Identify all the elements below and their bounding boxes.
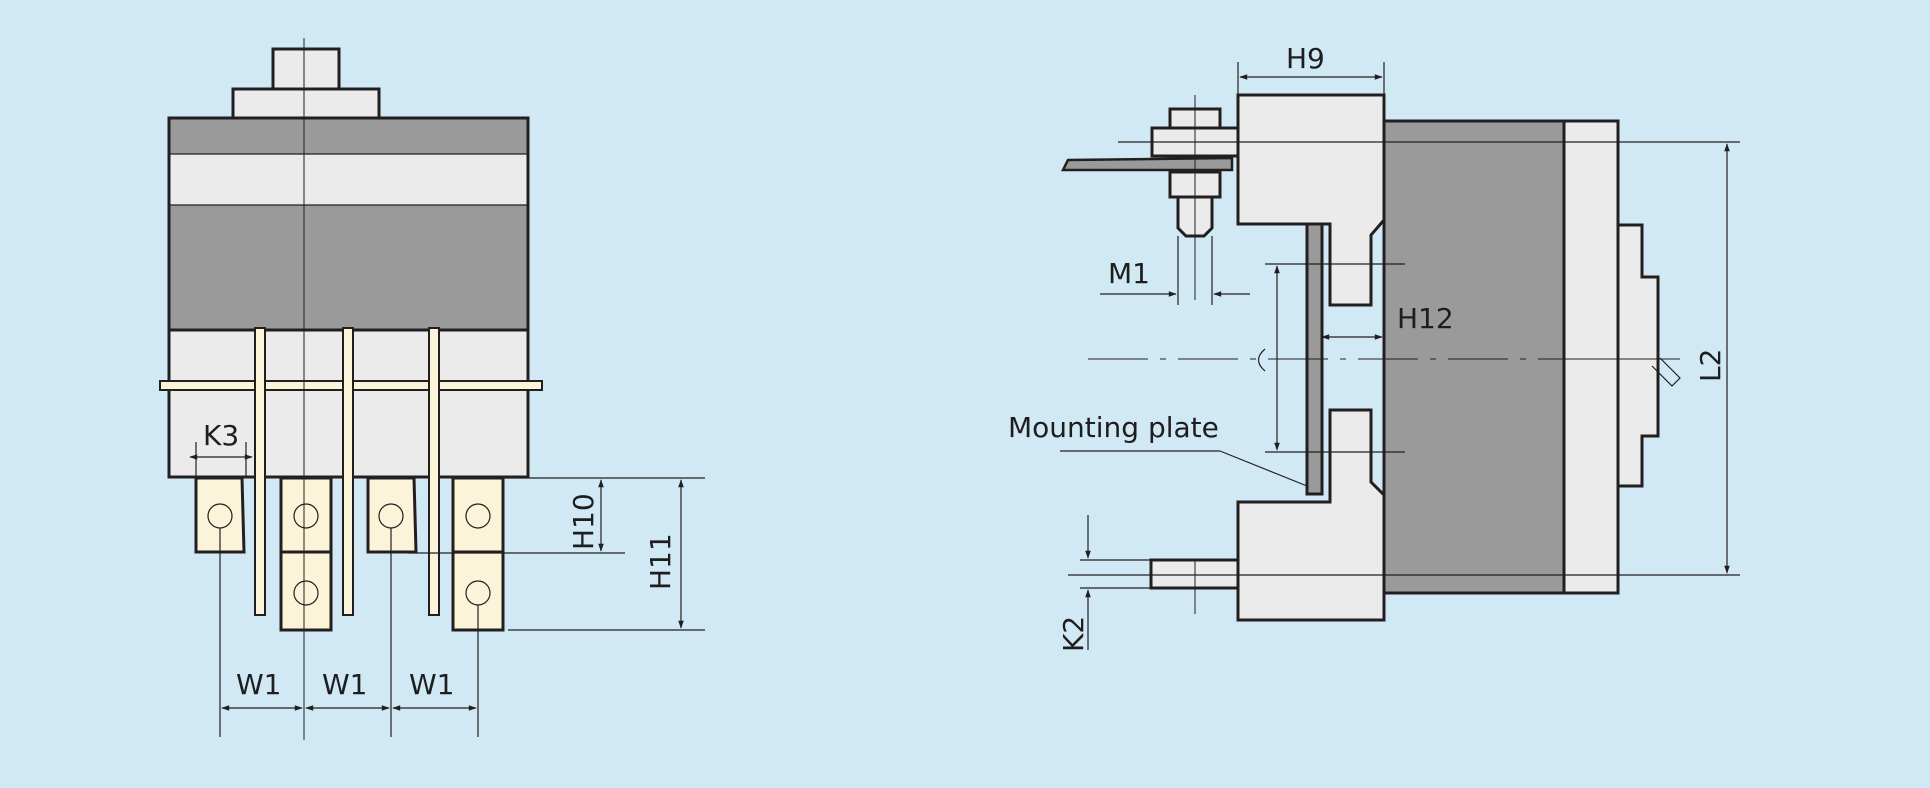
dim-w1-b: W1: [322, 668, 368, 701]
housing-dark-band-top: [170, 119, 527, 154]
terminal-1: [194, 476, 246, 554]
front-view: K3 H10 H11 W1 W1 W1: [159, 38, 705, 740]
terminal-3: [366, 476, 418, 554]
dim-m1: M1: [1108, 257, 1150, 290]
side-rear-steps: [1616, 223, 1660, 488]
terminal-4: [451, 476, 505, 554]
panel-bracket: [1060, 156, 1234, 172]
mounting-plate-label: Mounting plate: [1008, 411, 1219, 444]
dim-h12: H12: [1397, 302, 1454, 335]
terminals: [194, 476, 505, 632]
dim-h11: H11: [644, 533, 677, 590]
terminal-4b: [451, 550, 505, 632]
side-bezel: [1236, 93, 1386, 307]
housing-dark-band: [170, 205, 527, 329]
side-view: H9 M1 H12 Mounting plate L2 K2: [1008, 42, 1740, 652]
dim-k3: K3: [203, 419, 239, 452]
terminal-pins: [254, 327, 440, 616]
dim-w1-a: W1: [236, 668, 282, 701]
side-body-rear: [1562, 119, 1620, 595]
dim-h10: H10: [567, 493, 600, 550]
dim-k2: K2: [1057, 616, 1090, 652]
actuator-step: [231, 87, 381, 121]
side-bezel-lower: [1236, 408, 1386, 622]
side-body-dark: [1382, 119, 1566, 595]
dim-l2: L2: [1694, 349, 1727, 382]
dim-h9: H9: [1286, 42, 1325, 75]
terminal-2: [279, 476, 333, 554]
actuator-tip: [271, 47, 341, 93]
dim-w1-c: W1: [409, 668, 455, 701]
terminal-2b: [279, 550, 333, 632]
